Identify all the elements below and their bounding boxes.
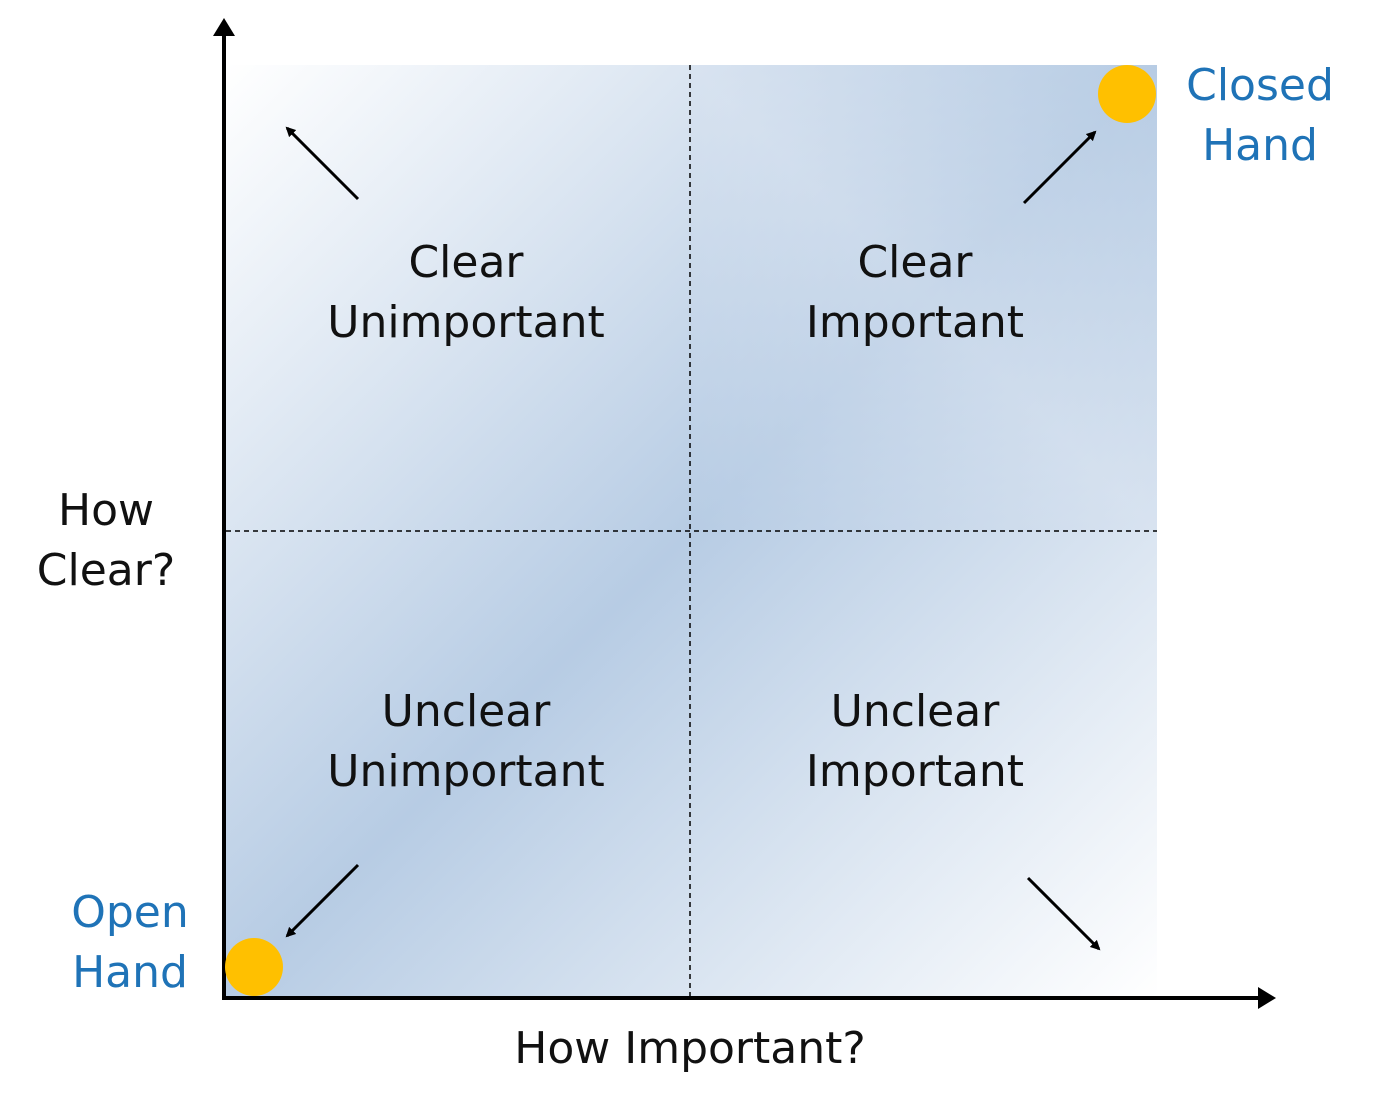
quadrant-bottom-right-line2: Important <box>806 746 1024 797</box>
open-hand-label-line2: Hand <box>72 947 188 998</box>
open-hand-marker <box>225 938 283 996</box>
closed-hand-label-line1: Closed <box>1186 60 1334 111</box>
y-axis-arrowhead <box>213 18 235 36</box>
quadrant-top-left-line2: Unimportant <box>327 297 604 348</box>
arrow-bottom-left <box>285 863 360 938</box>
quadrant-bottom-left-line2: Unimportant <box>327 746 604 797</box>
closed-hand-label-line2: Hand <box>1202 120 1318 171</box>
arrow-bottom-right <box>1026 876 1101 951</box>
closed-hand-marker <box>1098 65 1156 123</box>
arrow-top-left <box>285 126 360 201</box>
x-axis-label: How Important? <box>514 1023 865 1074</box>
y-axis-label-line1: How <box>58 485 154 536</box>
top-right-shading <box>690 65 1157 531</box>
y-axis-label-line2: Clear? <box>37 545 175 596</box>
quadrant-top-right-line1: Clear <box>857 237 973 288</box>
quadrant-bottom-left-line1: Unclear <box>382 686 552 737</box>
quadrant-top-right-line2: Important <box>806 297 1024 348</box>
quadrant-top-left-line1: Clear <box>408 237 524 288</box>
open-hand-label-line1: Open <box>71 887 189 938</box>
x-axis-arrowhead <box>1258 987 1276 1009</box>
quadrant-bottom-right-line1: Unclear <box>831 686 1001 737</box>
arrow-top-right <box>1022 130 1097 205</box>
